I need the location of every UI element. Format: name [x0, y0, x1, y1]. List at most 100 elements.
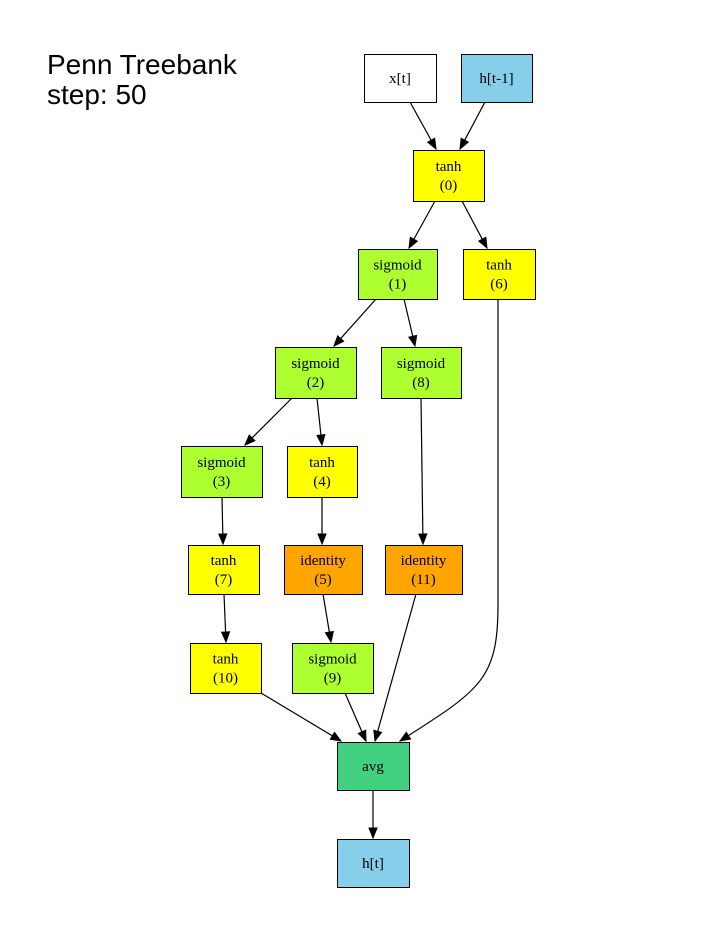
node-n9: sigmoid (9) [292, 643, 374, 694]
arrow-head [477, 236, 488, 250]
title-line-step: step: 50 [47, 79, 147, 110]
node-box [181, 446, 263, 498]
edge-n7-to-n10 [220, 593, 231, 644]
node-box [275, 347, 357, 399]
edges-layer [218, 101, 499, 840]
edge-n6-to-avg [398, 299, 499, 742]
edge-n1-to-n2 [333, 298, 377, 348]
arrow-head [407, 334, 418, 348]
node-index-label: (3) [213, 474, 231, 490]
edge-line [461, 200, 483, 240]
edge-line [260, 692, 333, 737]
edge-line [221, 496, 224, 535]
node-op-label: identity [401, 553, 447, 569]
node-op-label: sigmoid [291, 356, 340, 372]
edge-avg-to-ht [368, 790, 378, 840]
arrow-head [220, 631, 231, 644]
node-n5: identity(5) [284, 545, 363, 595]
arrow-head [329, 731, 343, 742]
arrow-head [218, 533, 228, 546]
node-op-label: tanh [211, 553, 237, 569]
arrow-head [373, 729, 383, 743]
node-op-label: avg [362, 759, 384, 775]
edge-line [413, 200, 436, 240]
edge-n1-to-n8 [403, 298, 418, 348]
arrow-head [459, 137, 470, 151]
edge-n0-to-n6 [461, 200, 488, 250]
edge-n8-to-n11 [418, 397, 428, 546]
node-op-label: tanh [213, 652, 239, 668]
node-index-label: (8) [412, 375, 430, 391]
node-op-label: identity [300, 553, 346, 569]
node-index-label: (1) [389, 277, 407, 293]
node-n2: sigmoid (2) [275, 347, 357, 399]
node-box [284, 545, 363, 595]
edge-xt-to-n0 [409, 101, 437, 151]
node-box [381, 347, 462, 399]
edge-n5-to-n9 [322, 593, 334, 644]
node-n11: identity (11) [385, 545, 463, 595]
node-n1: sigmoid(1) [358, 249, 438, 300]
edge-line [403, 298, 414, 337]
node-op-label: tanh [309, 455, 335, 471]
node-n7: tanh (7) [188, 545, 260, 595]
node-n3: sigmoid(3) [181, 446, 263, 498]
node-ht: h[t] [337, 839, 410, 888]
node-box [413, 150, 485, 202]
title-line-dataset: Penn Treebank [47, 49, 238, 80]
edge-line [322, 593, 330, 633]
edge-line [399, 299, 499, 742]
node-n10: tanh (10) [190, 643, 262, 694]
arrow-head [324, 630, 334, 644]
edge-n2-to-n4 [316, 397, 326, 447]
edge-n4-to-n5 [317, 497, 327, 546]
node-n4: tanh(4) [287, 446, 358, 498]
arrow-head [418, 533, 428, 546]
edge-ht1-to-n0 [459, 101, 486, 151]
node-op-label: sigmoid [308, 652, 357, 668]
node-op-label: sigmoid [397, 356, 446, 372]
node-box [337, 839, 410, 888]
node-box [364, 54, 437, 103]
node-index-label: (7) [215, 572, 233, 588]
node-ht1: h[t-1] [461, 54, 533, 103]
arrow-head [316, 434, 326, 447]
arrow-head [408, 236, 419, 250]
node-op-label: tanh [486, 258, 512, 274]
edge-n10-to-avg [260, 692, 343, 742]
arrow-head [398, 731, 412, 742]
edge-n11-to-avg [373, 593, 417, 743]
node-box [292, 643, 374, 694]
node-box [358, 249, 438, 300]
node-box [190, 643, 262, 694]
edge-n0-to-n1 [408, 200, 436, 250]
node-n6: tanh (6) [463, 249, 536, 300]
node-index-label: (9) [324, 671, 342, 687]
node-op-label: h[t-1] [479, 71, 513, 87]
node-index-label: (6) [490, 277, 508, 293]
node-box [385, 545, 463, 595]
edge-line [251, 397, 293, 439]
node-box [337, 742, 410, 791]
node-index-label: (11) [411, 572, 435, 588]
node-box [463, 249, 536, 300]
arrow-head [333, 335, 345, 348]
edge-line [316, 397, 322, 436]
nodes-layer: x[t]h[t-1]tanh(0)sigmoid(1)tanh(6)sigmoi… [181, 54, 536, 888]
node-index-label: (10) [213, 671, 238, 687]
edge-n3-to-n7 [218, 496, 228, 546]
node-box [188, 545, 260, 595]
node-index-label: (0) [440, 178, 458, 194]
arrow-head [357, 729, 367, 743]
arrow-head [426, 137, 437, 151]
edge-line [377, 593, 417, 732]
node-index-label: (2) [307, 375, 325, 391]
node-n8: sigmoid (8) [381, 347, 462, 399]
node-box [461, 54, 533, 103]
edge-n9-to-avg [344, 692, 367, 743]
graph-title: Penn Treebank step: 50 [47, 49, 238, 110]
arrow-head [244, 434, 256, 446]
edge-line [340, 298, 377, 339]
node-box [287, 446, 358, 498]
